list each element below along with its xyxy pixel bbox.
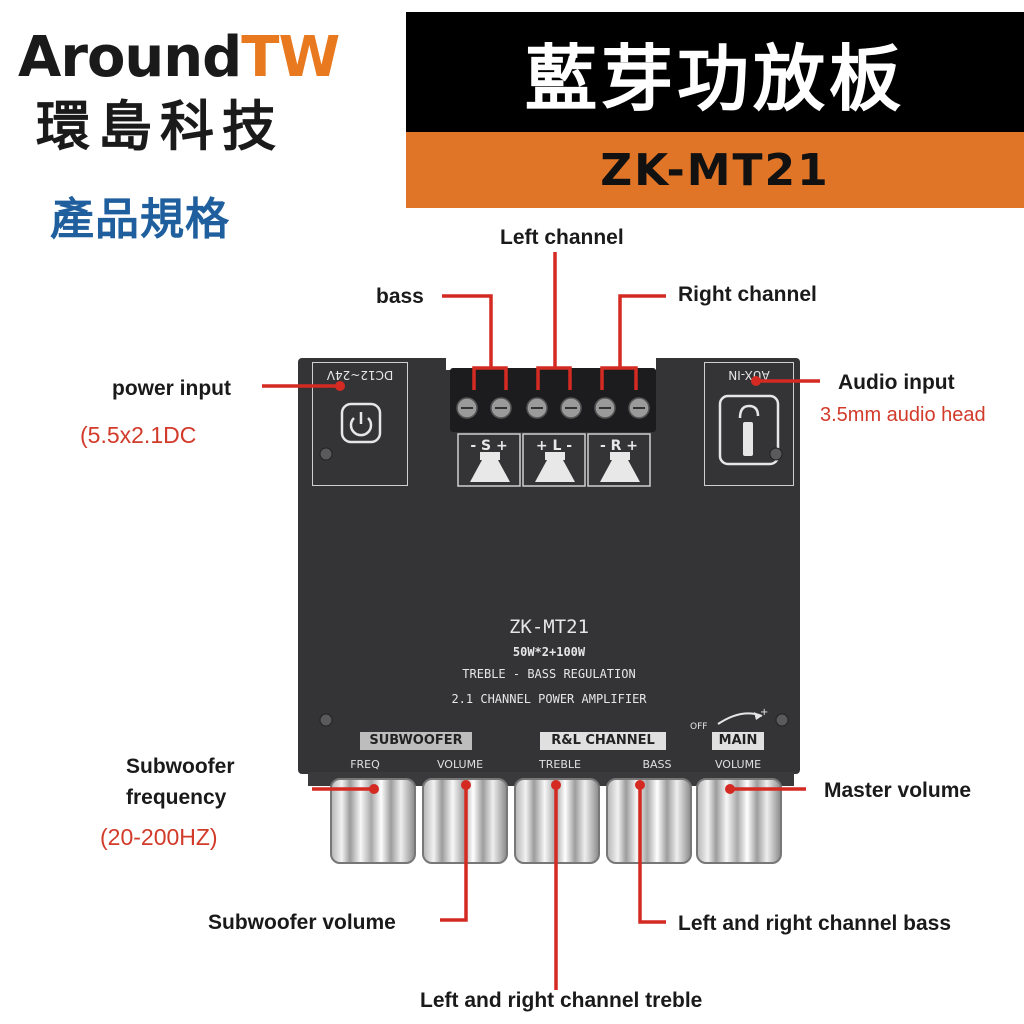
callout-subwoofer-frequency-range: (20-200HZ) <box>100 824 218 850</box>
terminal-label-s: - S + <box>470 438 508 454</box>
speaker-terminal-block <box>450 368 656 432</box>
group-label-main: MAIN <box>712 732 764 750</box>
knob-label-main-volume: VOLUME <box>714 758 762 771</box>
callout-lr-bass: Left and right channel bass <box>678 912 952 935</box>
power-icon <box>340 402 382 444</box>
callout-power-input: power input <box>112 377 231 400</box>
board-regulation-text: TREBLE - BASS REGULATION <box>462 667 636 681</box>
brand-chinese-name: 環島科技 <box>36 95 284 158</box>
master-volume-knob[interactable] <box>696 778 782 864</box>
off-label: OFF <box>690 722 708 732</box>
knob-label-treble: TREBLE <box>539 758 581 771</box>
board-power: 50W*2+100W <box>512 645 586 659</box>
board-amplifier-text: 2.1 CHANNEL POWER AMPLIFIER <box>451 692 647 706</box>
product-model-banner: ZK-MT21 <box>406 132 1024 208</box>
callout-left-channel: Left channel <box>500 226 624 249</box>
brand-logo-text: AroundTW <box>18 25 340 90</box>
callout-subwoofer-frequency-2: frequency <box>126 786 227 809</box>
knob-label-sub-volume: VOLUME <box>436 758 484 771</box>
group-label-subwoofer: SUBWOOFER <box>360 732 472 750</box>
bass-knob[interactable] <box>606 778 692 864</box>
terminal-label-l: + L - <box>535 438 573 454</box>
callout-subwoofer-volume: Subwoofer volume <box>208 911 396 934</box>
group-label-rl-channel: R&L CHANNEL <box>540 732 666 750</box>
callout-subwoofer-frequency-1: Subwoofer <box>126 755 235 778</box>
callout-lr-treble: Left and right channel treble <box>420 989 703 1012</box>
svg-text:+: + <box>760 707 768 718</box>
power-input-module <box>312 362 408 486</box>
callout-audio-input-spec: 3.5mm audio head <box>820 404 986 426</box>
aux-input-module <box>704 362 794 486</box>
callout-master-volume: Master volume <box>824 779 972 802</box>
product-title: 藍芽功放板 <box>406 12 1024 132</box>
callout-right-channel: Right channel <box>678 283 817 306</box>
terminal-label-r: - R + <box>599 438 639 454</box>
callout-power-input-spec: (5.5x2.1DC <box>80 422 197 448</box>
spec-heading: 產品規格 <box>50 194 230 245</box>
board-model: ZK-MT21 <box>508 616 590 638</box>
terminal-screws <box>456 397 651 487</box>
knob-label-freq: FREQ <box>350 758 380 771</box>
audio-jack-icon <box>718 394 780 466</box>
knob-label-bass: BASS <box>642 758 672 771</box>
volume-direction-arrow: + <box>717 707 768 725</box>
callout-bass: bass <box>376 285 424 308</box>
board-screws <box>319 447 789 727</box>
callout-audio-input: Audio input <box>838 371 955 394</box>
